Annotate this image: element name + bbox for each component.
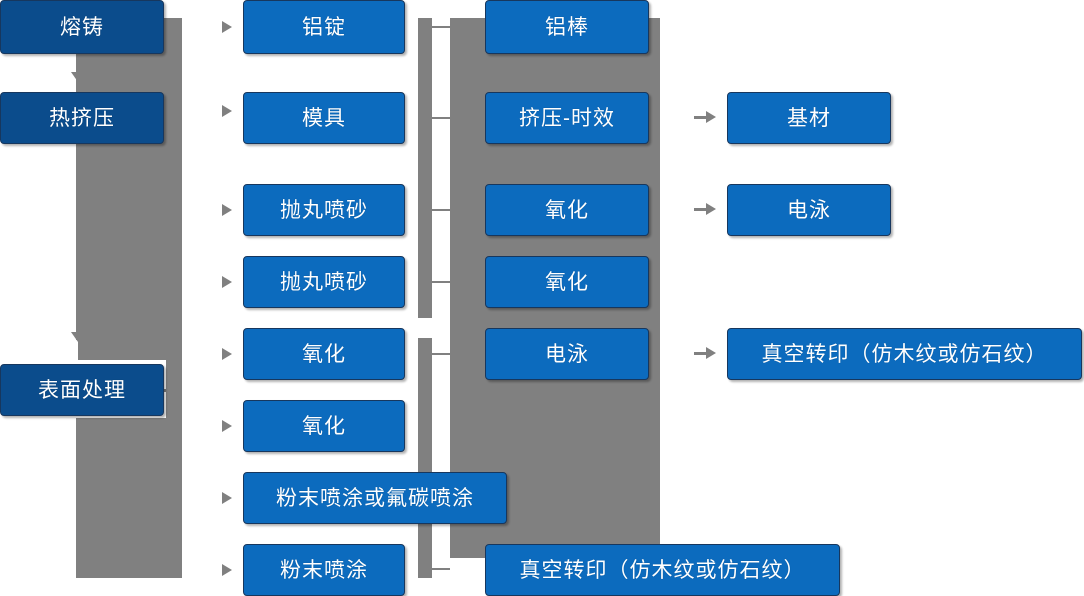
- tick-pr-5: [432, 353, 450, 355]
- process-box-aluminum-ingot[interactable]: 铝锭: [243, 0, 405, 54]
- bar-middle-gap: [416, 318, 436, 338]
- process-box-oxidation-2[interactable]: 氧化: [243, 400, 405, 452]
- arrow-to-in-1: [222, 21, 232, 33]
- process-box-powder-coating[interactable]: 粉末喷涂: [243, 544, 405, 596]
- arrow-to-in-3: [222, 204, 232, 216]
- process-box-oxidation-3[interactable]: 氧化: [485, 184, 649, 236]
- tick-pr-2: [432, 117, 450, 119]
- arrow-down-to-extrusion: [71, 72, 85, 82]
- stage-box-surface-treatment[interactable]: 表面处理: [0, 364, 164, 416]
- arrow-to-out-2: [706, 203, 716, 215]
- tick-pr-4: [432, 281, 450, 283]
- spine-notch-mid: [0, 340, 78, 360]
- stem-surface-to-spine: [164, 389, 182, 392]
- process-box-powder-or-fluorocarbon-coating[interactable]: 粉末喷涂或氟碳喷涂: [243, 472, 507, 524]
- arrow-to-in-7: [222, 492, 232, 504]
- output-box-substrate[interactable]: 基材: [727, 92, 891, 144]
- arrow-to-in-4: [222, 276, 232, 288]
- arrow-to-in-2: [222, 105, 232, 117]
- output-box-vacuum-transfer-printing[interactable]: 真空转印（仿木纹或仿石纹）: [727, 328, 1082, 380]
- process-box-oxidation-1[interactable]: 氧化: [243, 328, 405, 380]
- process-box-vacuum-transfer-printing-bottom[interactable]: 真空转印（仿木纹或仿石纹）: [485, 544, 840, 596]
- process-box-extrusion-aging[interactable]: 挤压-时效: [485, 92, 649, 144]
- stem-to-out-2: [694, 208, 708, 211]
- arrow-to-out-3: [706, 347, 716, 359]
- process-box-aluminum-rod[interactable]: 铝棒: [485, 0, 649, 54]
- process-box-electrophoresis-1[interactable]: 电泳: [485, 328, 649, 380]
- tick-pr-6: [432, 568, 450, 570]
- arrow-down-to-surface: [71, 332, 85, 342]
- process-box-shot-blasting-2[interactable]: 抛丸喷砂: [243, 256, 405, 308]
- tick-pr-1: [432, 26, 450, 28]
- process-box-mold[interactable]: 模具: [243, 92, 405, 144]
- arrow-to-in-5: [222, 348, 232, 360]
- output-box-electrophoresis[interactable]: 电泳: [727, 184, 891, 236]
- arrow-to-out-1: [706, 111, 716, 123]
- tick-pr-3: [432, 209, 450, 211]
- process-box-shot-blasting-1[interactable]: 抛丸喷砂: [243, 184, 405, 236]
- arrow-to-in-6: [222, 420, 232, 432]
- stem-to-out-3: [694, 352, 708, 355]
- process-box-oxidation-4[interactable]: 氧化: [485, 256, 649, 308]
- arrow-to-in-8: [222, 564, 232, 576]
- connector-bar-middle: [418, 18, 432, 578]
- stage-box-hot-extrusion[interactable]: 热挤压: [0, 92, 164, 144]
- stem-to-out-1: [694, 116, 708, 119]
- stage-box-melting[interactable]: 熔铸: [0, 0, 164, 54]
